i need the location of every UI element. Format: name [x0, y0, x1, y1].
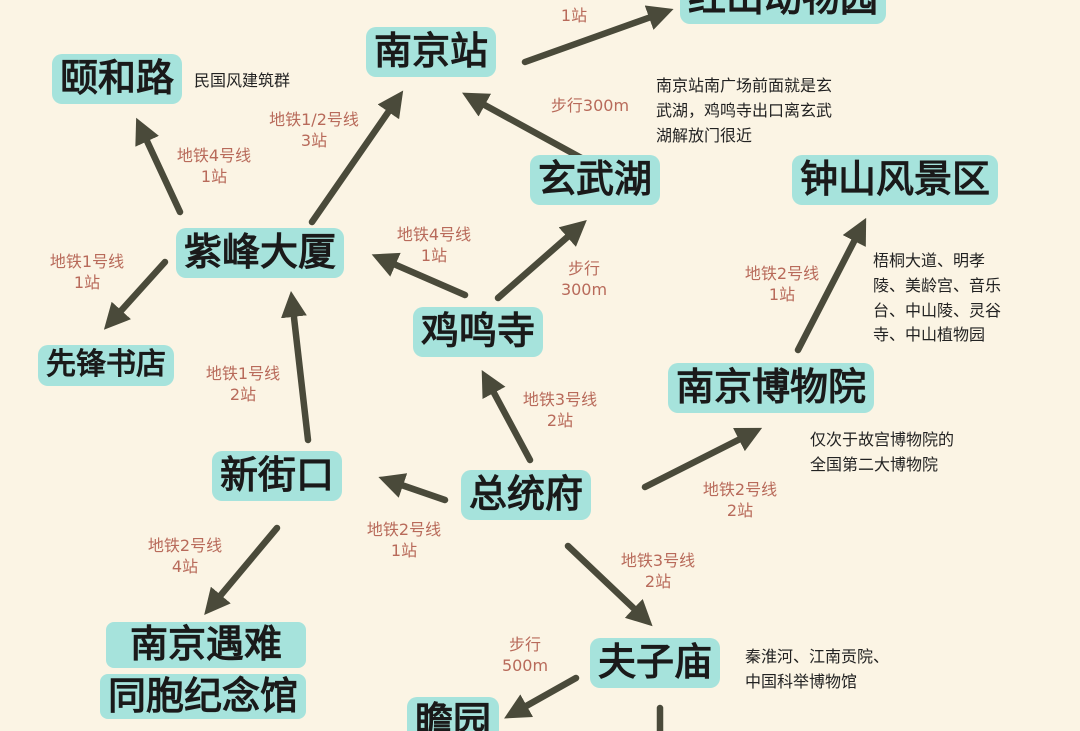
note-fuzimiao: 秦淮河、江南贡院、中国科举博物馆 [745, 647, 890, 691]
note-xuanwu-lake: 南京站南广场前面就是玄武湖，鸡鸣寺出口离玄武湖解放门很近 [656, 76, 833, 145]
arrow-xuanwu-to-station [462, 92, 589, 164]
node-nanjing-massacre-memorial: 南京遇难 同胞纪念馆 [100, 622, 307, 725]
edge-label-walk-300m-station: 步行300m [550, 96, 630, 115]
memorial-line-1: 南京遇难 [106, 622, 307, 668]
arrow-fuzimiao-to-zhanyuan [504, 674, 580, 719]
node-hongshan-zoo: 红山动物园 [680, 0, 887, 24]
arrow-xinjiekou-to-memorial [204, 524, 281, 615]
node-nanjing-station: 南京站 [366, 27, 497, 77]
node-presidential-palace: 总统府 [461, 470, 592, 520]
arrow-palace-to-museum [641, 427, 763, 491]
node-yihe-road: 颐和路 [52, 54, 183, 104]
node-nanjing-museum: 南京博物院 [668, 363, 875, 413]
arrow-palace-to-xinjiekou [378, 473, 449, 504]
arrow-palace-to-jiming [481, 369, 534, 464]
arrow-station-to-hongshan [521, 5, 674, 66]
note-zhongshan: 梧桐大道、明孝陵、美龄宫、音乐台、中山陵、灵谷寺、中山植物园 [873, 251, 1002, 345]
node-jiming-temple: 鸡鸣寺 [413, 307, 544, 357]
node-zhongshan-scenic-area: 钟山风景区 [792, 155, 999, 205]
note-yihe-road: 民国风建筑群 [194, 71, 291, 90]
node-zhanyuan: 瞻园 [407, 697, 500, 731]
memorial-line-2: 同胞纪念馆 [100, 673, 307, 720]
node-xianfeng-bookstore: 先锋书店 [38, 345, 174, 386]
arrow-palace-to-fuzimiao [564, 542, 653, 627]
arrow-zifeng-to-xianfeng [103, 258, 169, 330]
arrow-zifeng-to-station [308, 90, 404, 226]
node-zifeng-tower: 紫峰大厦 [176, 228, 345, 278]
note-nanjing-museum: 仅次于故宫博物院的全国第二大博物院 [810, 430, 955, 474]
arrow-zifeng-to-yihe [135, 117, 184, 216]
node-xuanwu-lake: 玄武湖 [530, 155, 661, 205]
edge-label-station-hongshan: 1站 [560, 6, 588, 25]
arrow-jiming-to-xuanwu [494, 219, 587, 302]
arrow-museum-to-zhongshan [794, 217, 867, 354]
node-xinjiekou: 新街口 [212, 451, 343, 501]
node-fuzimiao: 夫子庙 [590, 638, 721, 688]
arrow-xinjiekou-to-zifeng [281, 290, 312, 444]
arrow-jiming-to-zifeng [371, 252, 469, 299]
